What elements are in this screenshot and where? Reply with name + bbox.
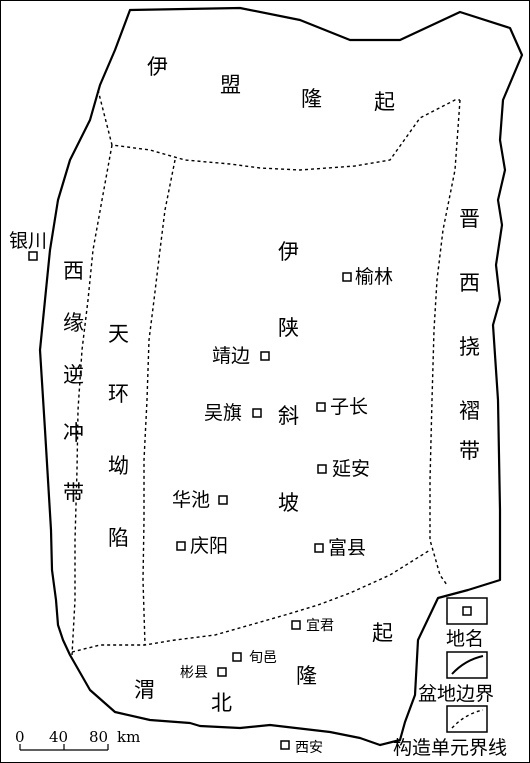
scale-line: [19, 744, 109, 751]
unit-yishan-char: 陕: [278, 316, 299, 340]
unit-yishan: 伊 陕 斜 坡: [278, 240, 299, 515]
scale-unit-label: km: [117, 728, 140, 746]
legend-city-label: 地名: [446, 628, 484, 650]
city-label-qingyang: 庆阳: [190, 535, 228, 557]
unit-jinxi-char: 褶: [459, 399, 480, 423]
city-label-xian: 西安: [295, 740, 323, 756]
scale-bar: 0 40 80 km: [15, 728, 140, 751]
city-label-xunyi: 旬邑: [249, 650, 277, 666]
unit-jinxi-char: 晋: [459, 207, 480, 231]
unit-xiyuan-char: 缘: [63, 311, 84, 335]
city-marker-binxian: [217, 667, 227, 677]
legend: 地名 盆地边界 构造单元界线: [393, 597, 507, 759]
unit-weibei-char: 隆: [296, 664, 317, 688]
scale-tick-label: 0: [15, 728, 25, 746]
boundary-tianhuan-east: [142, 159, 176, 646]
city-label-yinchuan: 银川: [9, 230, 47, 252]
city-label-wuqi: 吴旗: [204, 402, 242, 424]
boundary-tianhuan-west: [71, 144, 113, 656]
city-marker-qingyang: [176, 541, 186, 551]
legend-city-icon: [462, 606, 472, 616]
city-marker-fuxian: [314, 543, 324, 553]
city-label-yijun: 宜君: [306, 618, 334, 634]
legend-unit-line: [451, 709, 484, 729]
city-labels: 银川 榆林 靖边 吴旗 子长 延安 华池 庆阳 富县 宜君 旬邑 彬县 西安: [9, 230, 393, 756]
legend-box-unit: [446, 705, 488, 733]
unit-tianhuan: 天 环 坳 陷: [108, 322, 129, 550]
unit-tianhuan-char: 天: [108, 322, 129, 346]
city-marker-yinchuan: [28, 251, 38, 261]
city-marker-huachi: [218, 495, 228, 505]
unit-xiyuan-char: 冲: [63, 421, 84, 445]
unit-yishan-char: 斜: [278, 404, 299, 428]
unit-yimeng-char: 伊: [147, 55, 168, 79]
legend-basin-label: 盆地边界: [418, 683, 494, 705]
city-label-jingbian: 靖边: [212, 345, 250, 367]
unit-yimeng-char: 盟: [220, 73, 241, 97]
unit-tianhuan-char: 环: [108, 382, 129, 406]
city-marker-jingbian: [260, 351, 270, 361]
unit-weibei-char: 起: [372, 621, 393, 645]
scale-tick-label: 40: [49, 728, 68, 746]
city-label-huachi: 华池: [172, 489, 210, 511]
city-label-yulin: 榆林: [355, 266, 393, 288]
legend-basin-line: [451, 655, 484, 675]
unit-xiyuan: 西 缘 逆 冲 带: [63, 259, 84, 505]
unit-weibei: 起 隆 渭 北: [134, 621, 393, 715]
city-marker-wuqi: [252, 408, 262, 418]
unit-xiyuan-char: 逆: [63, 363, 84, 387]
unit-tianhuan-char: 陷: [108, 526, 129, 550]
basin-boundary: [38, 6, 524, 747]
unit-tianhuan-char: 坳: [108, 454, 129, 478]
legend-unit-label: 构造单元界线: [393, 737, 507, 759]
boundary-jinxi-west: [429, 99, 461, 586]
unit-boundaries: [71, 89, 461, 656]
city-label-fuxian: 富县: [328, 537, 366, 559]
city-label-yanan: 延安: [332, 458, 370, 480]
city-marker-xunyi: [232, 652, 242, 662]
city-label-zichang: 子长: [330, 396, 368, 418]
unit-xiyuan-char: 带: [63, 481, 84, 505]
boundary-yimeng-south: [97, 89, 460, 171]
city-label-binxian: 彬县: [180, 665, 208, 681]
city-marker-xian: [280, 740, 290, 750]
unit-weibei-char: 北: [211, 691, 232, 715]
unit-weibei-char: 渭: [134, 678, 155, 702]
unit-yishan-char: 坡: [278, 491, 299, 515]
unit-yimeng: 伊 盟 隆 起: [147, 55, 395, 114]
city-marker-yulin: [342, 272, 352, 282]
city-marker-yijun: [291, 620, 301, 630]
city-marker-yanan: [317, 464, 327, 474]
city-markers: [28, 251, 352, 750]
unit-yimeng-char: 起: [374, 90, 395, 114]
unit-yimeng-char: 隆: [301, 87, 322, 111]
unit-jinxi: 晋 西 挠 褶 带: [459, 207, 480, 463]
unit-jinxi-char: 西: [459, 271, 480, 295]
unit-jinxi-char: 带: [459, 439, 480, 463]
unit-yishan-char: 伊: [278, 240, 299, 264]
city-marker-zichang: [316, 402, 326, 412]
boundary-weibei-north: [71, 549, 431, 653]
unit-jinxi-char: 挠: [459, 335, 480, 359]
scale-tick-label: 80: [89, 728, 108, 746]
unit-xiyuan-char: 西: [63, 259, 84, 283]
